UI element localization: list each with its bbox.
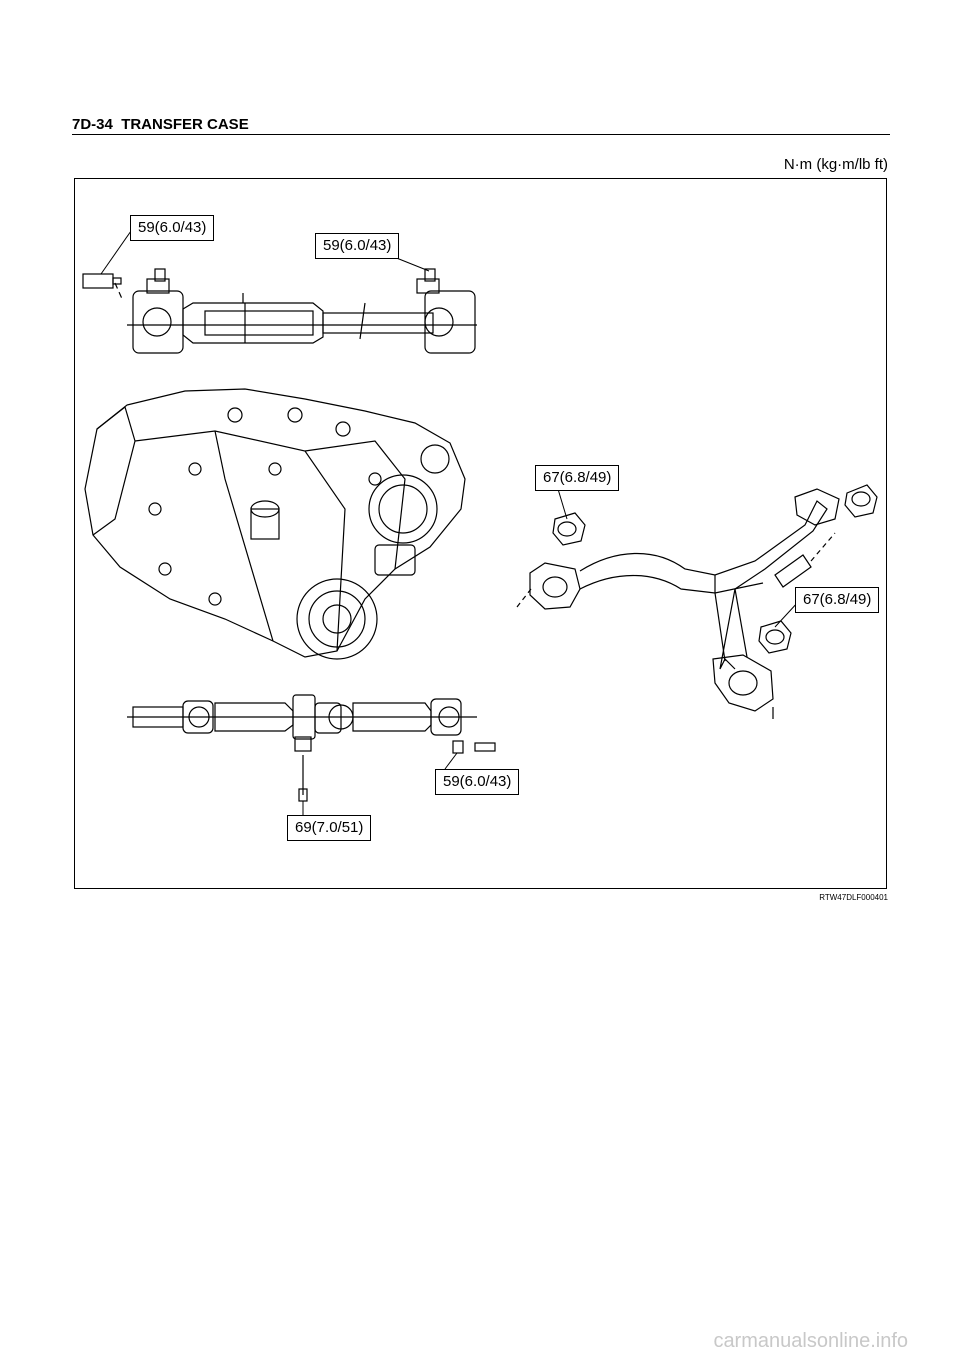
callout-exhaust-pipe-upper: 67(6.8/49) xyxy=(535,465,620,491)
callout-front-shaft-right: 59(6.0/43) xyxy=(315,233,400,259)
header-rule xyxy=(72,134,890,135)
leader-lines xyxy=(100,230,800,819)
callout-front-shaft-left: 59(6.0/43) xyxy=(130,215,215,241)
figure-drawing xyxy=(82,230,878,819)
transfer-case-drawing xyxy=(84,388,466,660)
front-propeller-shaft-drawing xyxy=(82,268,477,354)
page-header: 7D-34 TRANSFER CASE xyxy=(72,116,249,133)
callout-rear-shaft-flange: 59(6.0/43) xyxy=(435,769,520,795)
rear-propeller-shaft-drawing xyxy=(127,694,496,802)
exhaust-pipe-drawing xyxy=(516,484,878,719)
units-label: N·m (kg·m/lb ft) xyxy=(783,156,888,173)
callout-rear-shaft-center-bearing: 69(7.0/51) xyxy=(287,815,372,841)
figure-code: RTW47DLF000401 xyxy=(819,893,888,902)
callout-exhaust-pipe-lower: 67(6.8/49) xyxy=(795,587,880,613)
watermark: carmanualsonline.info xyxy=(713,1330,908,1352)
torque-figure: 59(6.0/43) 59(6.0/43) 67(6.8/49) 67(6.8/… xyxy=(74,178,887,889)
